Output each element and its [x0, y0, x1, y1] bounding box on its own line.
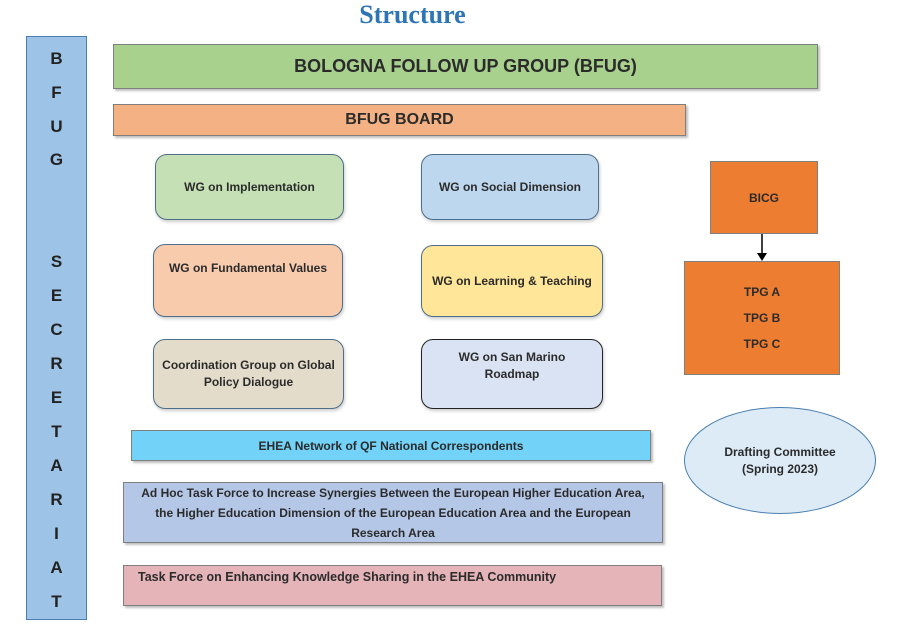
secretariat-letter: T — [51, 592, 62, 611]
secretariat-letter: I — [54, 524, 59, 543]
wg-implementation-label: WG on Implementation — [184, 179, 315, 194]
wg-implementation-box: WG on Implementation — [155, 154, 344, 220]
knowledge-task-force-label: Task Force on Enhancing Knowledge Sharin… — [138, 570, 557, 584]
wg-social-dimension-box: WG on Social Dimension — [421, 154, 599, 220]
bfug-board-box: BFUG BOARD — [113, 104, 686, 136]
tpg-box: TPG A TPG B TPG C — [684, 261, 840, 375]
ad-hoc-task-force-box: Ad Hoc Task Force to Increase Synergies … — [123, 482, 663, 543]
secretariat-letter: R — [50, 354, 63, 373]
wg-social-dimension-label: WG on Social Dimension — [438, 179, 581, 194]
wg-san-marino-box: WG on San Marino Roadmap — [421, 339, 603, 409]
secretariat-letter: C — [50, 320, 63, 339]
bicg-label: BICG — [749, 190, 779, 205]
secretariat-letter: U — [50, 117, 63, 136]
global-policy-group-label: Coordination Group on Global Policy Dial… — [162, 358, 335, 389]
knowledge-task-force-box: Task Force on Enhancing Knowledge Sharin… — [123, 565, 662, 606]
wg-fundamental-values-box: WG on Fundamental Values — [153, 244, 343, 317]
tpg-c-label: TPG C — [743, 337, 781, 351]
bfug-secretariat-bar: B F U G S E C R E T A R I A T — [26, 36, 87, 620]
secretariat-letter: S — [50, 252, 63, 271]
drafting-committee-label: Drafting Committee (Spring 2023) — [724, 444, 836, 476]
global-policy-group-box: Coordination Group on Global Policy Dial… — [153, 339, 344, 409]
tpg-b-label: TPG B — [743, 311, 781, 325]
ad-hoc-task-force-label: Ad Hoc Task Force to Increase Synergies … — [141, 485, 645, 540]
wg-san-marino-label: WG on San Marino Roadmap — [458, 350, 566, 381]
bicg-box: BICG — [710, 161, 818, 234]
bicg-to-tpg-arrow — [757, 234, 767, 261]
secretariat-letter: A — [50, 456, 63, 475]
secretariat-letter: A — [50, 558, 63, 577]
bfug-board-label: BFUG BOARD — [345, 111, 454, 128]
page-title: Structure — [359, 0, 466, 29]
tpg-a-label: TPG A — [743, 285, 781, 299]
bfug-box: BOLOGNA FOLLOW UP GROUP (BFUG) — [113, 44, 818, 89]
secretariat-letter: E — [50, 286, 63, 305]
wg-learning-teaching-box: WG on Learning & Teaching — [421, 245, 603, 317]
secretariat-letter: G — [49, 150, 64, 169]
secretariat-letter: E — [50, 388, 63, 407]
secretariat-letter: B — [50, 49, 63, 68]
qf-network-label: EHEA Network of QF National Corresponden… — [258, 438, 524, 453]
bfug-label: BOLOGNA FOLLOW UP GROUP (BFUG) — [294, 56, 637, 76]
qf-network-box: EHEA Network of QF National Corresponden… — [131, 430, 651, 461]
drafting-committee-ellipse: Drafting Committee (Spring 2023) — [684, 407, 876, 514]
secretariat-letter: F — [51, 83, 62, 102]
secretariat-letter: R — [50, 490, 63, 509]
wg-fundamental-values-label: WG on Fundamental Values — [168, 261, 328, 275]
secretariat-letter: T — [51, 422, 62, 441]
wg-learning-teaching-label: WG on Learning & Teaching — [432, 273, 592, 288]
